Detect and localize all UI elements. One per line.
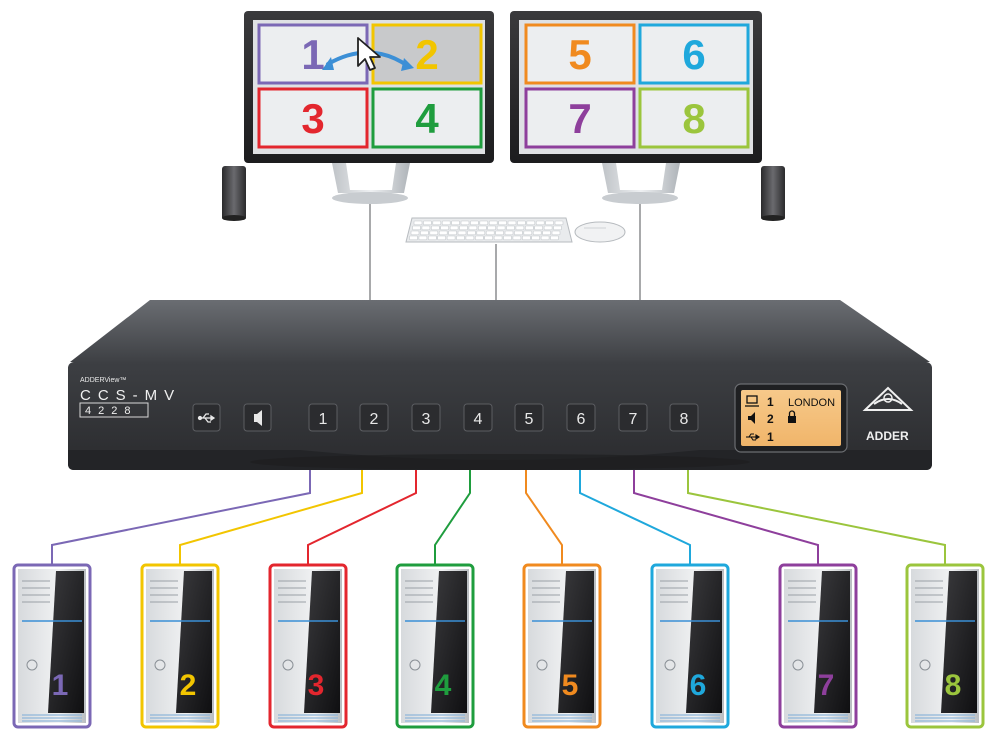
monitor-left-tile-number: 1	[301, 31, 324, 78]
monitor-left-tile-number: 2	[415, 31, 438, 78]
computer-8: 8	[905, 563, 985, 729]
computer-number: 8	[945, 669, 962, 702]
monitor-right: 5 6 7 8	[510, 11, 762, 204]
brand-small-label: ADDERView™	[80, 377, 126, 384]
computer-number: 3	[308, 669, 325, 702]
port-button-label: 6	[577, 411, 586, 428]
computer-5: 5	[522, 563, 602, 729]
monitor-left-tile-number: 4	[415, 95, 439, 142]
mouse-cursor-icon	[357, 37, 381, 71]
monitor-right-tile-6: 6	[638, 23, 750, 85]
adder-logo: ADDER	[862, 386, 914, 443]
computer-number: 7	[818, 669, 835, 702]
cable-7	[633, 470, 819, 566]
port-button-label: 4	[474, 411, 483, 428]
computer-number: 2	[180, 669, 197, 702]
port-button-3[interactable]: 3	[411, 403, 441, 432]
port-button-1[interactable]: 1	[308, 403, 338, 432]
audio-button[interactable]	[243, 403, 272, 432]
monitor-left-tile-4: 4	[371, 87, 483, 149]
lcd-video-channel: 1	[767, 395, 774, 409]
port-button-label: 8	[680, 411, 689, 428]
lcd-display: 1 LONDON 2 1	[734, 383, 848, 453]
port-button-label: 3	[422, 411, 431, 428]
cable-4	[434, 470, 471, 566]
lcd-video-label: LONDON	[788, 397, 835, 409]
speaker-right	[761, 166, 785, 221]
model-name: CCS-MV	[80, 387, 181, 404]
lock-icon	[788, 410, 796, 423]
usb-button[interactable]	[192, 403, 221, 432]
monitor-right-tile-number: 8	[682, 95, 705, 142]
port-button-2[interactable]: 2	[359, 403, 389, 432]
cable-5	[525, 470, 563, 566]
computer-6: 6	[650, 563, 730, 729]
adder-logo-text: ADDER	[866, 429, 909, 443]
kvm-switch: ADDERView™ CCS-MV 4228 1 2 3 4 5 6 7 8	[68, 300, 932, 470]
computer-1: 1	[12, 563, 92, 729]
port-button-7[interactable]: 7	[618, 403, 648, 432]
model-number: 4228	[85, 405, 137, 417]
mouse	[574, 221, 626, 243]
port-button-label: 1	[319, 411, 328, 428]
monitor-right-tile-number: 7	[568, 95, 591, 142]
computer-number: 4	[435, 669, 452, 702]
monitor-left: 1 2 3 4	[244, 11, 494, 204]
cable-8	[687, 470, 946, 566]
monitor-icon	[745, 395, 759, 407]
port-button-6[interactable]: 6	[566, 403, 596, 432]
monitor-left-tile-number: 3	[301, 95, 324, 142]
port-button-8[interactable]: 8	[669, 403, 699, 432]
speaker-left	[222, 166, 246, 221]
lcd-audio-channel: 2	[767, 412, 774, 426]
usb-icon	[197, 413, 216, 423]
monitor-right-tile-7: 7	[524, 87, 636, 149]
cable-3	[307, 470, 417, 566]
keyboard	[405, 217, 573, 243]
monitor-right-tile-5: 5	[524, 23, 636, 85]
computer-number: 5	[562, 669, 579, 702]
monitor-right-tile-number: 6	[682, 31, 705, 78]
peripheral-cables	[369, 200, 641, 300]
port-button-label: 5	[525, 411, 534, 428]
computer-2: 2	[140, 563, 220, 729]
computer-number: 6	[690, 669, 707, 702]
lcd-speaker-icon	[748, 412, 755, 424]
cable-1	[51, 470, 311, 566]
lcd-usb-channel: 1	[767, 430, 774, 444]
port-button-label: 2	[370, 411, 379, 428]
cable-2	[179, 470, 363, 566]
computer-3: 3	[268, 563, 348, 729]
monitor-left-tile-2: 2	[371, 23, 483, 85]
speaker-icon	[254, 410, 262, 426]
port-button-4[interactable]: 4	[463, 403, 493, 432]
monitor-right-tile-number: 5	[568, 31, 591, 78]
port-button-label: 7	[629, 411, 638, 428]
monitor-right-tile-8: 8	[638, 87, 750, 149]
computer-number: 1	[52, 669, 69, 702]
monitor-left-tile-3: 3	[257, 87, 369, 149]
computer-4: 4	[395, 563, 475, 729]
port-button-5[interactable]: 5	[514, 403, 544, 432]
cable-6	[579, 470, 691, 566]
computer-7: 7	[778, 563, 858, 729]
lcd-usb-icon	[746, 433, 760, 441]
